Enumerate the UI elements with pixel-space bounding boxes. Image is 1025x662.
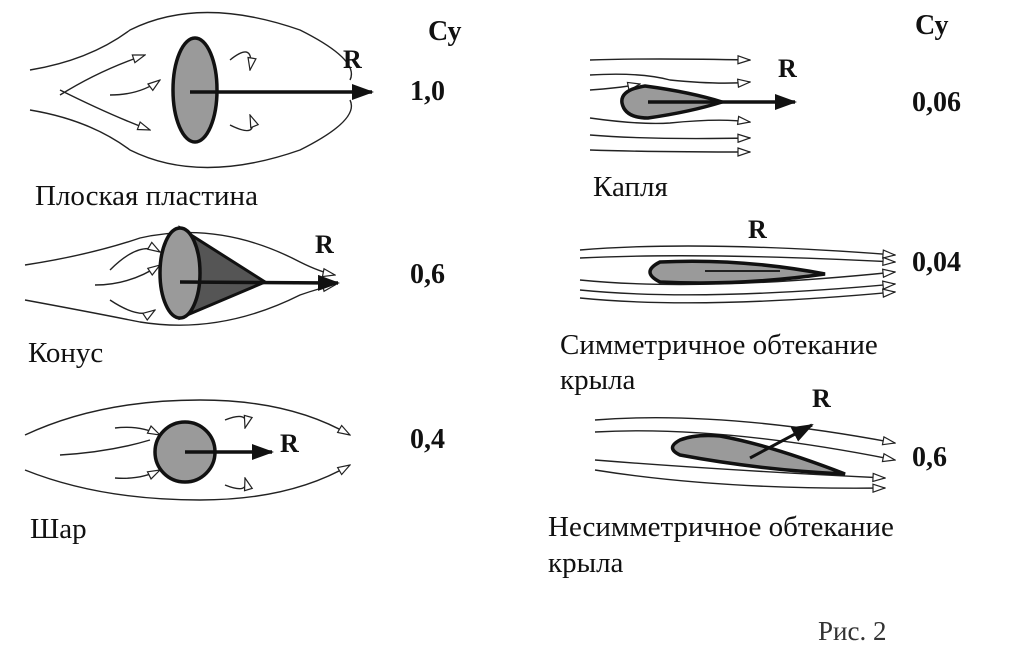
force-label: R	[812, 384, 831, 413]
cy-value: 0,6	[912, 442, 947, 473]
cy-value: 1,0	[410, 76, 445, 107]
cy-value: 0,4	[410, 424, 445, 455]
cy-header-right: Су	[915, 10, 949, 41]
figure-label-line1: Несимметричное обтекание	[548, 511, 894, 543]
force-label: R	[315, 230, 334, 259]
figure-caption: Рис. 2	[818, 616, 886, 646]
figure-label: Плоская пластина	[35, 180, 258, 212]
cone-figure	[24, 225, 340, 326]
cy-value: 0,04	[912, 247, 961, 278]
drop-figure	[589, 59, 797, 152]
flat-plate-shape	[171, 36, 219, 144]
symmetric-wing-figure	[579, 245, 895, 304]
force-label: R	[748, 215, 767, 244]
figure-label-line2: крыла	[548, 547, 624, 579]
force-label: R	[343, 45, 362, 74]
cy-header-left: Су	[428, 16, 462, 47]
sphere-figure	[24, 399, 350, 501]
cy-value: 0,06	[912, 87, 961, 118]
figure-label-line2: крыла	[560, 364, 636, 396]
cy-value: 0,6	[410, 259, 445, 290]
force-label: R	[280, 429, 299, 458]
asymmetric-wing-figure	[594, 416, 895, 489]
figure-label: Шар	[30, 513, 87, 545]
figure-label: Капля	[593, 171, 668, 203]
force-label: R	[778, 54, 797, 83]
figure-label-line1: Симметричное обтекание	[560, 329, 878, 361]
figure-label: Конус	[28, 337, 103, 369]
flat-plate-figure	[29, 11, 374, 169]
